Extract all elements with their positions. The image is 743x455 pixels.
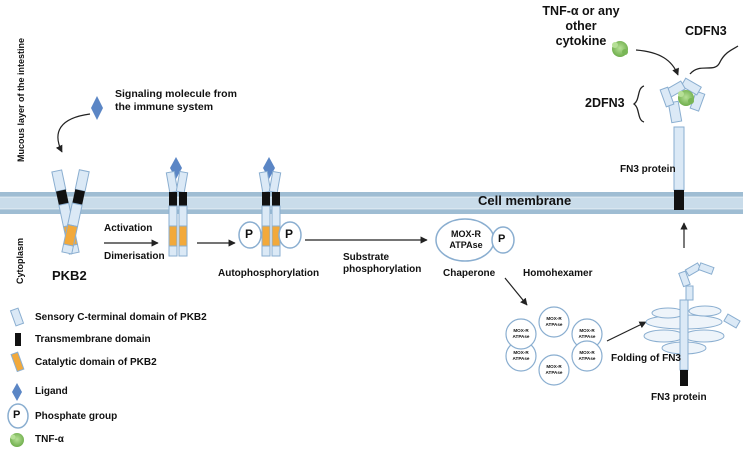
transmembrane-domain-icon bbox=[15, 333, 21, 346]
cytoplasm-label: Cytoplasm bbox=[15, 237, 25, 284]
dfn3-label: 2DFN3 bbox=[585, 96, 625, 110]
ligand-legend-icon bbox=[12, 383, 22, 401]
fn3-protein-top-label: FN3 protein bbox=[620, 164, 676, 175]
hexamer-subunit bbox=[571, 340, 603, 372]
autophosphorylation-label: Autophosphorylation bbox=[218, 268, 320, 279]
fn3-membrane-protein bbox=[659, 77, 706, 210]
atpase-text: ATPAse bbox=[449, 240, 483, 250]
chaperone-label: Chaperone bbox=[443, 268, 496, 279]
activation-label: Activation bbox=[104, 223, 153, 234]
chaperone-complex bbox=[435, 218, 515, 262]
legend-label-transmembrane: Transmembrane domain bbox=[35, 334, 151, 345]
fn3-folding-protein bbox=[643, 262, 741, 386]
tnf-free-icon bbox=[612, 41, 628, 57]
mucous-layer-label: Mucous layer of the intestine bbox=[16, 37, 26, 162]
legend-label-tnf: TNF-α bbox=[35, 434, 64, 445]
hexamer-subunit-label: MOX-R ATPAse bbox=[545, 316, 563, 327]
hexamer-subunit-label: MOX-R ATPAse bbox=[545, 364, 563, 375]
chaperone-phosphate-p: P bbox=[498, 233, 506, 245]
catalytic-domain-icon bbox=[10, 351, 25, 373]
legend-label-sensory: Sensory C-terminal domain of PKB2 bbox=[35, 312, 207, 323]
phosphate-p-left: P bbox=[245, 227, 254, 241]
tnf-bound-icon bbox=[678, 90, 694, 106]
legend-phosphate-p: P bbox=[13, 409, 21, 421]
cdfn3-brace bbox=[689, 45, 739, 75]
signal-curved-arrow bbox=[55, 113, 91, 153]
cell-membrane bbox=[0, 192, 743, 214]
folding-arrow bbox=[606, 321, 647, 342]
dimerisation-label: Dimerisation bbox=[104, 251, 165, 262]
pkb2-phosphorylated-dimer bbox=[238, 157, 302, 257]
sensory-domain-icon bbox=[9, 307, 25, 327]
pkb2-dimer bbox=[165, 157, 189, 257]
hexamer-subunit bbox=[505, 318, 537, 350]
pkb2-monomer-pair bbox=[51, 169, 90, 255]
homohexamer-label: Homohexamer bbox=[523, 268, 593, 279]
homohexamer bbox=[505, 306, 603, 386]
substrate-phosphorylation-label: Substrate phosphorylation bbox=[343, 252, 422, 275]
hexamer-subunit bbox=[538, 306, 570, 338]
dfn3-brace bbox=[632, 85, 645, 123]
phosphate-group-icon bbox=[7, 403, 29, 429]
homohexamer-arrow bbox=[504, 277, 528, 306]
folding-label: Folding of FN3 bbox=[611, 353, 681, 364]
hexamer-subunit-label: MOX-R ATPAse bbox=[512, 350, 530, 361]
hexamer-subunit-label: MOX-R ATPAse bbox=[512, 328, 530, 339]
legend bbox=[7, 307, 29, 447]
tnf-alpha-icon bbox=[10, 433, 24, 447]
mox-r-text: MOX-R bbox=[451, 229, 481, 239]
tnf-curved-arrow bbox=[635, 49, 679, 76]
legend-label-catalytic: Catalytic domain of PKB2 bbox=[35, 357, 157, 368]
phosphate-p-right: P bbox=[285, 227, 294, 241]
legend-label-phosphate: Phosphate group bbox=[35, 411, 118, 422]
fn3-protein-bottom-label: FN3 protein bbox=[651, 392, 707, 403]
signaling-molecule-label: Signaling molecule from the immune syste… bbox=[115, 88, 237, 113]
hexamer-subunit bbox=[538, 354, 570, 386]
legend-label-ligand: Ligand bbox=[35, 386, 68, 397]
ligand-icon bbox=[91, 96, 103, 120]
tnf-cytokine-label: TNF-α or any other cytokine bbox=[542, 4, 620, 48]
cell-membrane-label: Cell membrane bbox=[478, 193, 572, 208]
hexamer-subunit-label: MOX-R ATPAse bbox=[578, 328, 596, 339]
pkb2-label: PKB2 bbox=[52, 268, 87, 283]
hexamer-subunit-label: MOX-R ATPAse bbox=[578, 350, 596, 361]
cdfn3-label: CDFN3 bbox=[685, 24, 727, 38]
